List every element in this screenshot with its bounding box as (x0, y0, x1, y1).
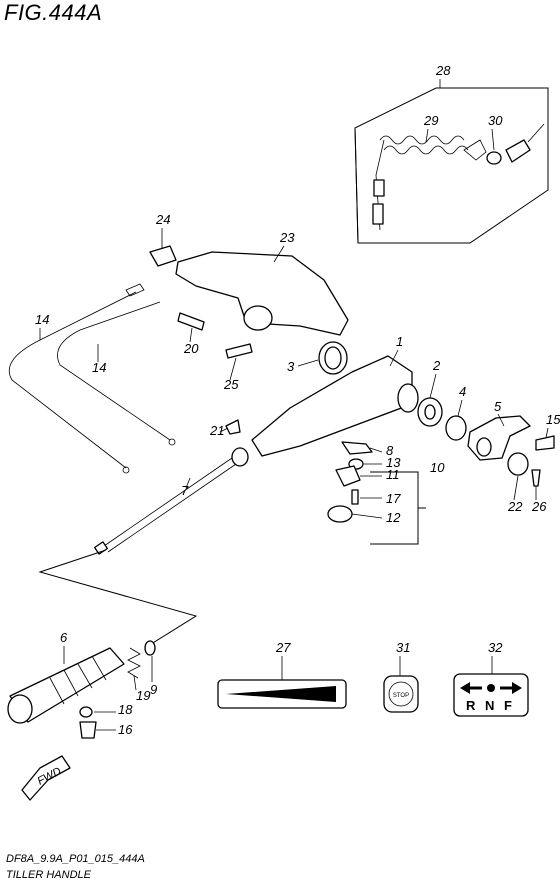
part-24 (149, 245, 177, 267)
callout-leader-1 (389, 349, 399, 367)
figure-name: TILLER HANDLE (6, 869, 91, 881)
callout-leader-22 (513, 475, 519, 501)
figure-title: FIG.444A (4, 0, 103, 25)
decal-part-27 (217, 679, 347, 709)
callout-leader-20 (189, 327, 193, 343)
callout-21: 21 (209, 423, 224, 438)
callout-10: 10 (430, 460, 445, 475)
callout-leader-23 (273, 245, 285, 263)
fwd-arrow-icon: FWD (21, 755, 71, 801)
bolt-part-25 (225, 343, 253, 359)
bolt-part-20 (177, 312, 205, 331)
shift-decal-part-32: R N F (453, 673, 529, 717)
callout-leader-7 (185, 477, 191, 489)
screw-part-16 (79, 721, 97, 739)
callout-18: 18 (118, 702, 133, 717)
figure-code: DF8A_9.9A_P01_015_444A (6, 853, 145, 865)
callout-31: 31 (396, 640, 410, 655)
callout-26: 26 (531, 499, 547, 514)
screw-part-17 (351, 489, 359, 505)
callout-leader-4 (457, 399, 463, 417)
stop-decal-part-31: STOP (383, 675, 419, 713)
callout-leader-15 (545, 427, 549, 439)
callout-16: 16 (118, 722, 133, 737)
svg-text:N: N (485, 698, 494, 713)
callout-9: 9 (150, 682, 157, 697)
callout-leader-21 (219, 427, 229, 433)
svg-text:STOP: STOP (393, 693, 409, 699)
callout-14: 14 (35, 312, 49, 327)
callout-22: 22 (507, 499, 523, 514)
callout-24: 24 (155, 212, 170, 227)
callout-layer: 1234567891011121314141516171819202122232… (35, 63, 560, 737)
callout-14: 14 (92, 360, 106, 375)
callout-leader-3 (297, 359, 319, 367)
callout-25: 25 (223, 377, 239, 392)
callout-2: 2 (432, 358, 441, 373)
callout-12: 12 (386, 510, 401, 525)
callout-28: 28 (435, 63, 451, 78)
kit-28-outline (354, 87, 549, 244)
throttle-shaft-part-7 (93, 447, 249, 555)
leader-lines (38, 549, 198, 647)
callout-leader-19 (133, 675, 137, 691)
callout-19: 19 (136, 688, 150, 703)
callout-leader-30 (491, 128, 495, 151)
washer-part-22 (507, 452, 529, 476)
throttle-grip-part-6 (7, 647, 125, 724)
callout-leader-25 (229, 357, 237, 381)
callout-13: 13 (386, 455, 401, 470)
callout-1: 1 (396, 334, 403, 349)
callout-23: 23 (279, 230, 295, 245)
callout-leader-8 (369, 447, 383, 453)
svg-text:F: F (504, 698, 512, 713)
svg-text:R: R (466, 698, 476, 713)
callout-8: 8 (386, 443, 394, 458)
callout-7: 7 (181, 483, 189, 498)
spring-part-19 (127, 647, 141, 679)
callout-leader-2 (429, 373, 437, 399)
callout-leader-29 (425, 128, 429, 143)
lanyard-cord (372, 135, 487, 231)
callout-17: 17 (386, 491, 401, 506)
callout-15: 15 (546, 412, 560, 427)
block-part-11 (335, 465, 361, 487)
clip-part-21 (225, 419, 241, 435)
washer-part-18 (79, 706, 93, 718)
bushing-part-4 (445, 415, 467, 441)
knob-part-12 (327, 505, 353, 523)
callout-6: 6 (60, 630, 68, 645)
callout-29: 29 (423, 113, 438, 128)
cap-part-9 (144, 640, 156, 656)
callout-3: 3 (287, 359, 295, 374)
callout-leader-5 (497, 413, 505, 427)
callout-32: 32 (488, 640, 503, 655)
stop-switch (486, 123, 545, 165)
callout-27: 27 (275, 640, 291, 655)
bolt-part-15 (535, 435, 555, 451)
throttle-cables (8, 283, 176, 474)
callout-4: 4 (459, 384, 466, 399)
callout-5: 5 (494, 399, 502, 414)
plate-part-8 (341, 441, 373, 455)
callout-20: 20 (183, 341, 199, 356)
callout-30: 30 (488, 113, 503, 128)
callout-11: 11 (386, 467, 400, 482)
screw-part-26 (531, 469, 541, 487)
bracket-part-23 (175, 251, 349, 336)
callout-leader-12 (351, 513, 383, 519)
